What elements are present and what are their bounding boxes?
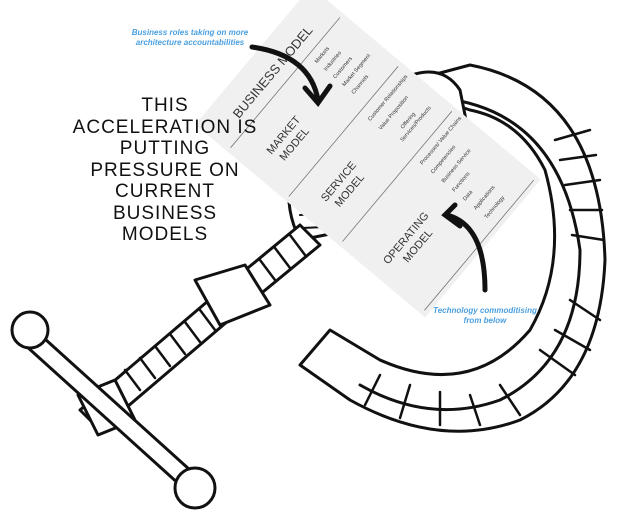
clamp-frame-outer xyxy=(298,63,607,433)
business-model-card: BUSINESS MODEL MARKET MODEL SERVICE MODE… xyxy=(195,0,541,318)
handle-knob-bottom xyxy=(173,466,217,510)
clamp-hatching xyxy=(363,128,606,427)
annotation-business-roles: Business roles taking on more architectu… xyxy=(131,28,249,47)
arrow-down xyxy=(249,44,321,103)
arrow-down-head xyxy=(302,83,333,108)
arrow-up xyxy=(444,212,488,293)
headline-text: THIS ACCELERATION IS PUTTING PRESSURE ON… xyxy=(72,95,258,245)
handle-knob-top xyxy=(10,310,50,350)
annotation-technology: Technology commoditising from below xyxy=(433,306,537,325)
clamp-nut xyxy=(193,263,272,327)
clamp-frame-inner xyxy=(358,96,582,412)
arrow-up-head xyxy=(441,202,463,229)
